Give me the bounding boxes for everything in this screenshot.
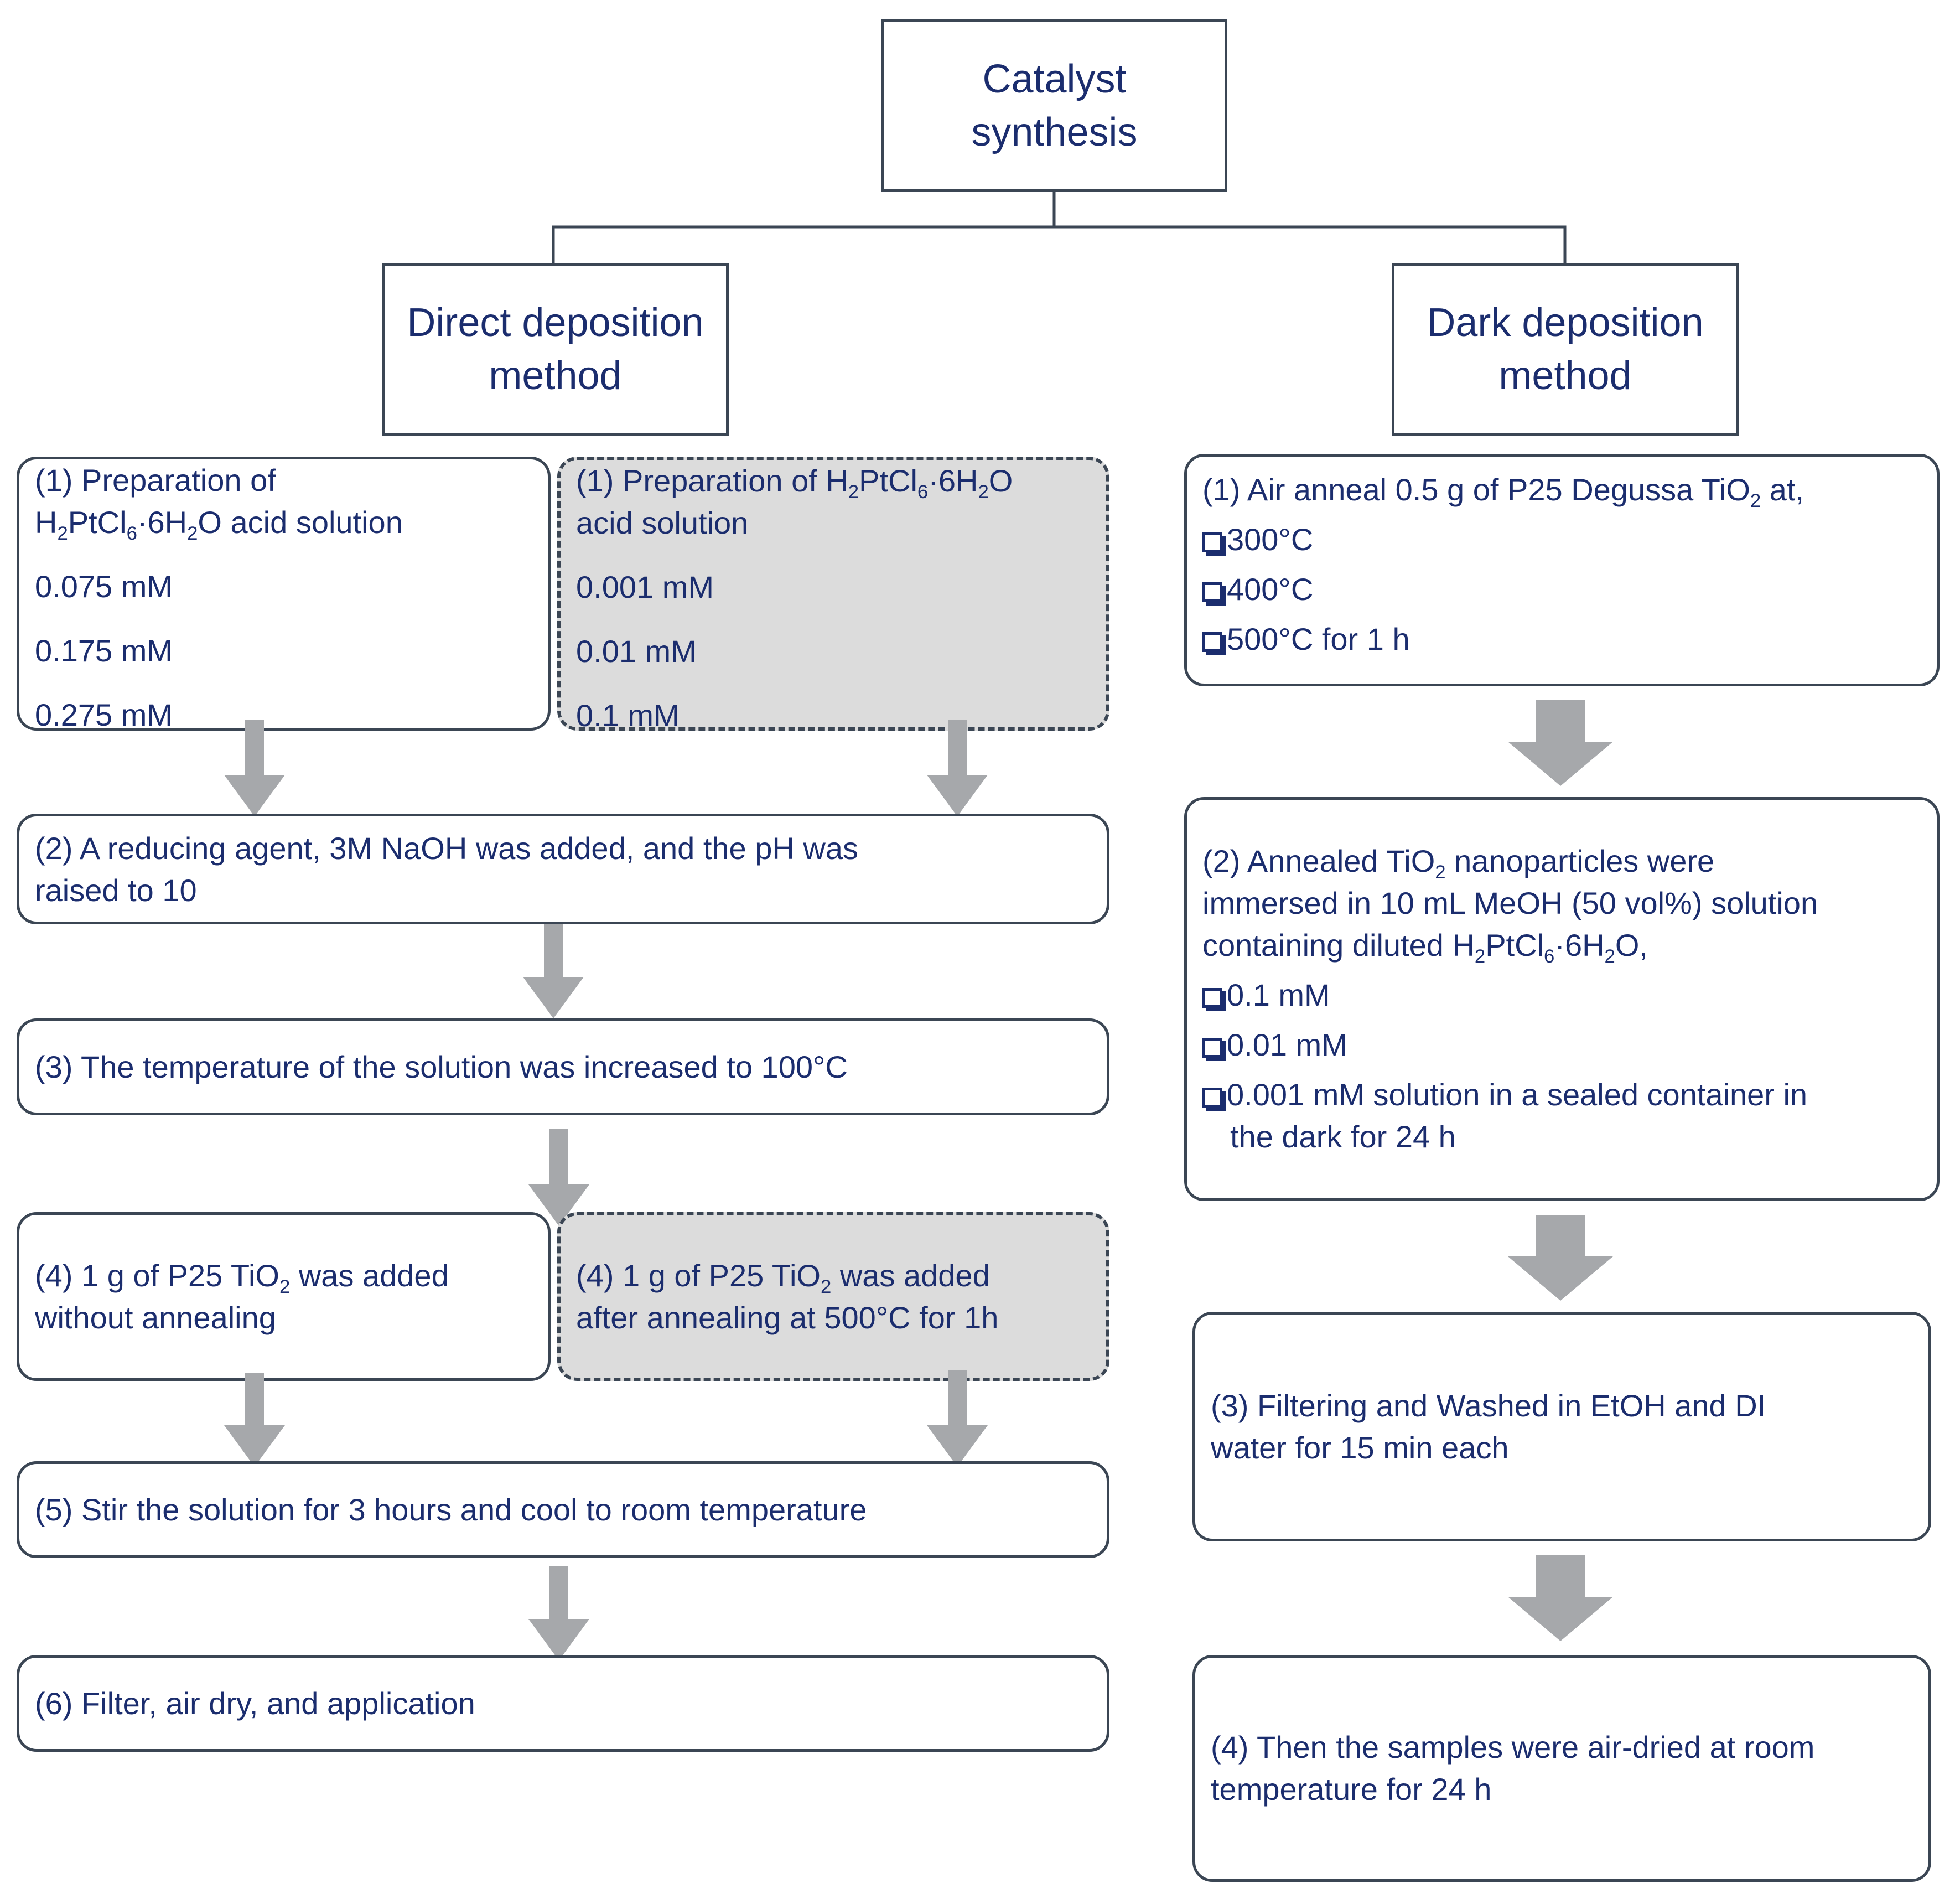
step-text: (4) 1 g of P25 TiO2 was added	[35, 1258, 449, 1297]
checkbox-icon	[1202, 582, 1222, 602]
step-text: without annealing	[35, 1300, 276, 1335]
step-text: (1) Air anneal 0.5 g of P25 Degussa TiO2…	[1202, 472, 1804, 512]
root-title-line1: Catalyst	[982, 57, 1127, 101]
down-arrow	[528, 1566, 589, 1660]
connector-line	[1054, 225, 1567, 263]
temperature-option: 500°C for 1 h	[1202, 618, 1921, 660]
dark-method-line2: method	[1498, 354, 1632, 398]
direct-step4-option-b: (4) 1 g of P25 TiO2 was added after anne…	[557, 1212, 1109, 1381]
concentration-value: 0.275 mM	[35, 697, 173, 731]
step-text: (4) 1 g of P25 TiO2 was added	[576, 1258, 990, 1297]
down-arrow	[523, 924, 584, 1018]
step-text: (5) Stir the solution for 3 hours and co…	[35, 1492, 867, 1527]
concentration-value: 0.001 mM	[576, 570, 714, 604]
direct-step3: (3) The temperature of the solution was …	[17, 1018, 1109, 1115]
step-text: (2) A reducing agent, 3M NaOH was added,…	[35, 831, 858, 866]
direct-step4-option-a: (4) 1 g of P25 TiO2 was added without an…	[17, 1212, 551, 1381]
concentration-option: 0.01 mM	[1202, 1024, 1921, 1066]
root-title-line2: synthesis	[971, 110, 1138, 154]
down-arrow	[927, 720, 988, 816]
step-text: containing diluted H2PtCl6·6H2O,	[1202, 928, 1648, 967]
step-text: (3) Filtering and Washed in EtOH and DI	[1211, 1388, 1766, 1423]
step-text: (6) Filter, air dry, and application	[35, 1685, 475, 1721]
down-arrow	[1508, 1215, 1613, 1301]
concentration-value: 0.075 mM	[35, 569, 173, 604]
step-text: water for 15 min each	[1211, 1430, 1509, 1465]
step-text: raised to 10	[35, 873, 197, 908]
concentration-option: 0.1 mM	[1202, 974, 1921, 1016]
step-text: after annealing at 500°C for 1h	[576, 1300, 999, 1335]
checkbox-icon	[1202, 1038, 1222, 1058]
down-arrow	[927, 1370, 988, 1467]
concentration-option: 0.001 mM solution in a sealed container …	[1202, 1074, 1921, 1116]
down-arrow	[528, 1129, 589, 1226]
checkbox-icon	[1202, 532, 1222, 552]
checkbox-icon	[1202, 632, 1222, 652]
step-text: (4) Then the samples were air-dried at r…	[1211, 1730, 1815, 1765]
direct-step1-option-a: (1) Preparation of H2PtCl6·6H2O acid sol…	[17, 457, 551, 731]
direct-method-line2: method	[489, 354, 622, 398]
direct-step1-option-b: (1) Preparation of H2PtCl6·6H2O acid sol…	[557, 457, 1109, 731]
step-text: acid solution	[576, 505, 749, 540]
dark-method-line1: Dark deposition	[1427, 301, 1704, 345]
dark-method-node: Dark deposition method	[1392, 263, 1739, 436]
step-text: (1) Preparation of H2PtCl6·6H2O	[576, 463, 1013, 503]
down-arrow	[224, 1373, 285, 1467]
concentration-value: 0.175 mM	[35, 633, 173, 668]
step-text: (2) Annealed TiO2 nanoparticles were	[1202, 844, 1715, 883]
down-arrow	[1508, 1555, 1613, 1641]
checkbox-icon	[1202, 988, 1222, 1008]
step-text: H2PtCl6·6H2O acid solution	[35, 505, 403, 545]
temperature-option: 400°C	[1202, 568, 1921, 610]
step-text: the dark for 24 h	[1230, 1119, 1456, 1154]
down-arrow	[224, 720, 285, 816]
dark-step3: (3) Filtering and Washed in EtOH and DI …	[1192, 1312, 1931, 1541]
step-text: temperature for 24 h	[1211, 1772, 1492, 1807]
direct-method-line1: Direct deposition	[407, 301, 704, 345]
dark-step4: (4) Then the samples were air-dried at r…	[1192, 1655, 1931, 1882]
concentration-value: 0.1 mM	[576, 698, 680, 731]
concentration-value: 0.01 mM	[576, 634, 697, 669]
dark-step1: (1) Air anneal 0.5 g of P25 Degussa TiO2…	[1184, 454, 1940, 686]
checkbox-icon	[1202, 1088, 1222, 1108]
step-text: (1) Preparation of	[35, 463, 276, 498]
connector-line	[552, 191, 1056, 263]
temperature-option: 300°C	[1202, 519, 1921, 561]
direct-step2: (2) A reducing agent, 3M NaOH was added,…	[17, 814, 1109, 924]
direct-step6: (6) Filter, air dry, and application	[17, 1655, 1109, 1752]
down-arrow	[1508, 700, 1613, 786]
dark-step2: (2) Annealed TiO2 nanoparticles were imm…	[1184, 797, 1940, 1201]
direct-step5: (5) Stir the solution for 3 hours and co…	[17, 1461, 1109, 1558]
step-text: (3) The temperature of the solution was …	[35, 1049, 848, 1084]
root-node: Catalyst synthesis	[881, 19, 1227, 192]
direct-method-node: Direct deposition method	[382, 263, 729, 436]
step-text: immersed in 10 mL MeOH (50 vol%) solutio…	[1202, 886, 1818, 920]
